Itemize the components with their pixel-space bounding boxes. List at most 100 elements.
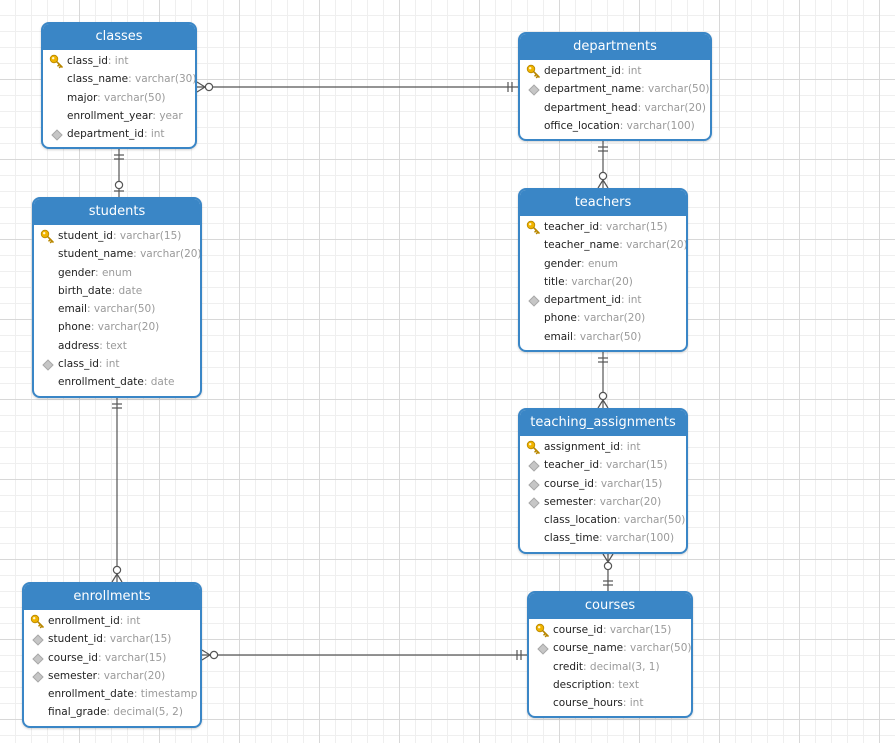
table-field[interactable]: gender: enum <box>520 255 686 273</box>
table-field[interactable]: address: text <box>34 337 200 355</box>
field-name: class_id <box>67 55 108 67</box>
relationship-teaching-assignments-courses[interactable] <box>602 553 614 591</box>
table-field[interactable]: department_name: varchar(50) <box>520 80 710 98</box>
field-name: class_time <box>544 532 600 545</box>
field-type: enum <box>587 257 618 270</box>
table-field[interactable]: gender: enum <box>34 264 200 282</box>
field-type-separator: : <box>143 128 151 141</box>
foreign-key-icon <box>32 634 44 646</box>
table-field[interactable]: final_grade: decimal(5, 2) <box>24 703 200 721</box>
field-name: department_id <box>544 294 621 307</box>
field-type: date <box>118 284 143 297</box>
field-type-separator: : <box>98 358 106 371</box>
table-field[interactable]: class_location: varchar(50) <box>520 511 686 529</box>
foreign-key-icon <box>32 671 44 683</box>
field-type: varchar(20) <box>103 669 166 682</box>
primary-key-icon <box>49 54 63 69</box>
table-field[interactable]: enrollment_date: date <box>34 373 200 391</box>
table-field[interactable]: email: varchar(50) <box>520 328 686 346</box>
field-name: enrollment_date <box>58 376 144 389</box>
table-field[interactable]: semester: varchar(20) <box>24 667 200 685</box>
table-field[interactable]: class_id: int <box>43 52 195 70</box>
foreign-key-icon <box>537 643 549 655</box>
table-field[interactable]: teacher_id: varchar(15) <box>520 218 686 236</box>
relationship-enrollments-courses[interactable] <box>201 649 527 661</box>
field-type-separator: : <box>96 669 104 682</box>
field-type: varchar(20) <box>571 275 633 288</box>
students-table[interactable]: students student_id: varchar(15)student_… <box>32 197 202 398</box>
field-type-separator: : <box>641 83 649 96</box>
field-name: assignment_id <box>544 441 620 453</box>
table-field[interactable]: course_id: varchar(15) <box>529 621 691 639</box>
table-field[interactable]: student_name: varchar(20) <box>34 245 200 263</box>
table-field[interactable]: assignment_id: int <box>520 438 686 456</box>
relationship-classes-students[interactable] <box>114 149 124 197</box>
field-type-separator: : <box>581 257 588 270</box>
table-field[interactable]: major: varchar(50) <box>43 89 195 107</box>
field-type-separator: : <box>583 660 590 673</box>
table-field[interactable]: student_id: varchar(15) <box>34 227 200 245</box>
table-field[interactable]: enrollment_id: int <box>24 612 200 630</box>
field-type: varchar(15) <box>119 230 182 242</box>
table-field[interactable]: description: text <box>529 676 691 694</box>
field-type: varchar(15) <box>109 633 172 646</box>
table-field[interactable]: course_name: varchar(50) <box>529 639 691 657</box>
field-name: department_id <box>544 65 621 77</box>
table-field[interactable]: student_id: varchar(15) <box>24 630 200 648</box>
table-field[interactable]: department_id: int <box>520 62 710 80</box>
table-field[interactable]: enrollment_date: timestamp <box>24 685 200 703</box>
table-field[interactable]: birth_date: date <box>34 282 200 300</box>
teachers-table[interactable]: teachers teacher_id: varchar(15)teacher_… <box>518 188 688 353</box>
field-type-separator: : <box>576 312 584 325</box>
field-type: varchar(15) <box>104 651 167 664</box>
table-field[interactable]: credit: decimal(3, 1) <box>529 658 691 676</box>
table-field[interactable]: department_id: int <box>520 291 686 309</box>
field-type-separator: : <box>564 275 572 288</box>
table-field[interactable]: course_hours: int <box>529 694 691 712</box>
field-name: email <box>544 330 573 343</box>
table-field[interactable]: teacher_name: varchar(20) <box>520 236 686 254</box>
relationship-teachers-teaching-assignments[interactable] <box>597 352 609 409</box>
table-field[interactable]: class_name: varchar(30) <box>43 70 195 88</box>
field-type: varchar(20) <box>626 239 688 252</box>
table-field[interactable]: email: varchar(50) <box>34 300 200 318</box>
field-type: int <box>629 697 644 710</box>
field-type-separator: : <box>599 221 606 233</box>
field-type-separator: : <box>623 642 631 655</box>
table-field[interactable]: class_id: int <box>34 355 200 373</box>
field-type-separator: : <box>143 376 151 389</box>
table-field[interactable]: class_time: varchar(100) <box>520 529 686 547</box>
table-field[interactable]: phone: varchar(20) <box>34 318 200 336</box>
courses-table[interactable]: courses course_id: varchar(15)course_nam… <box>527 591 693 719</box>
foreign-key-icon <box>528 84 540 96</box>
primary-key-icon <box>30 614 44 629</box>
table-field[interactable]: department_id: int <box>43 125 195 143</box>
table-field[interactable]: office_location: varchar(100) <box>520 117 710 135</box>
table-field[interactable]: semester: varchar(20) <box>520 493 686 511</box>
relationship-departments-teachers[interactable] <box>597 141 609 189</box>
field-name: title <box>544 275 565 288</box>
primary-key-icon <box>526 64 540 79</box>
field-name: class_id <box>58 358 99 371</box>
relationship-students-enrollments[interactable] <box>111 398 123 583</box>
table-field[interactable]: title: varchar(20) <box>520 273 686 291</box>
field-type-separator: : <box>592 495 600 508</box>
table-field[interactable]: course_id: varchar(15) <box>520 475 686 493</box>
relationship-classes-departments[interactable] <box>196 81 518 93</box>
field-type: varchar(50) <box>93 303 156 316</box>
table-field[interactable]: teacher_id: varchar(15) <box>520 456 686 474</box>
table-field[interactable]: course_id: varchar(15) <box>24 649 200 667</box>
field-name: teacher_name <box>544 239 620 252</box>
table-field[interactable]: enrollment_year: year <box>43 107 195 125</box>
courses-field-list: course_id: varchar(15)course_name: varch… <box>529 619 691 716</box>
foreign-key-icon <box>528 497 540 509</box>
table-field[interactable]: department_head: varchar(20) <box>520 99 710 117</box>
table-field[interactable]: phone: varchar(20) <box>520 309 686 327</box>
field-name: gender <box>58 266 96 279</box>
field-type-separator: : <box>95 266 102 279</box>
